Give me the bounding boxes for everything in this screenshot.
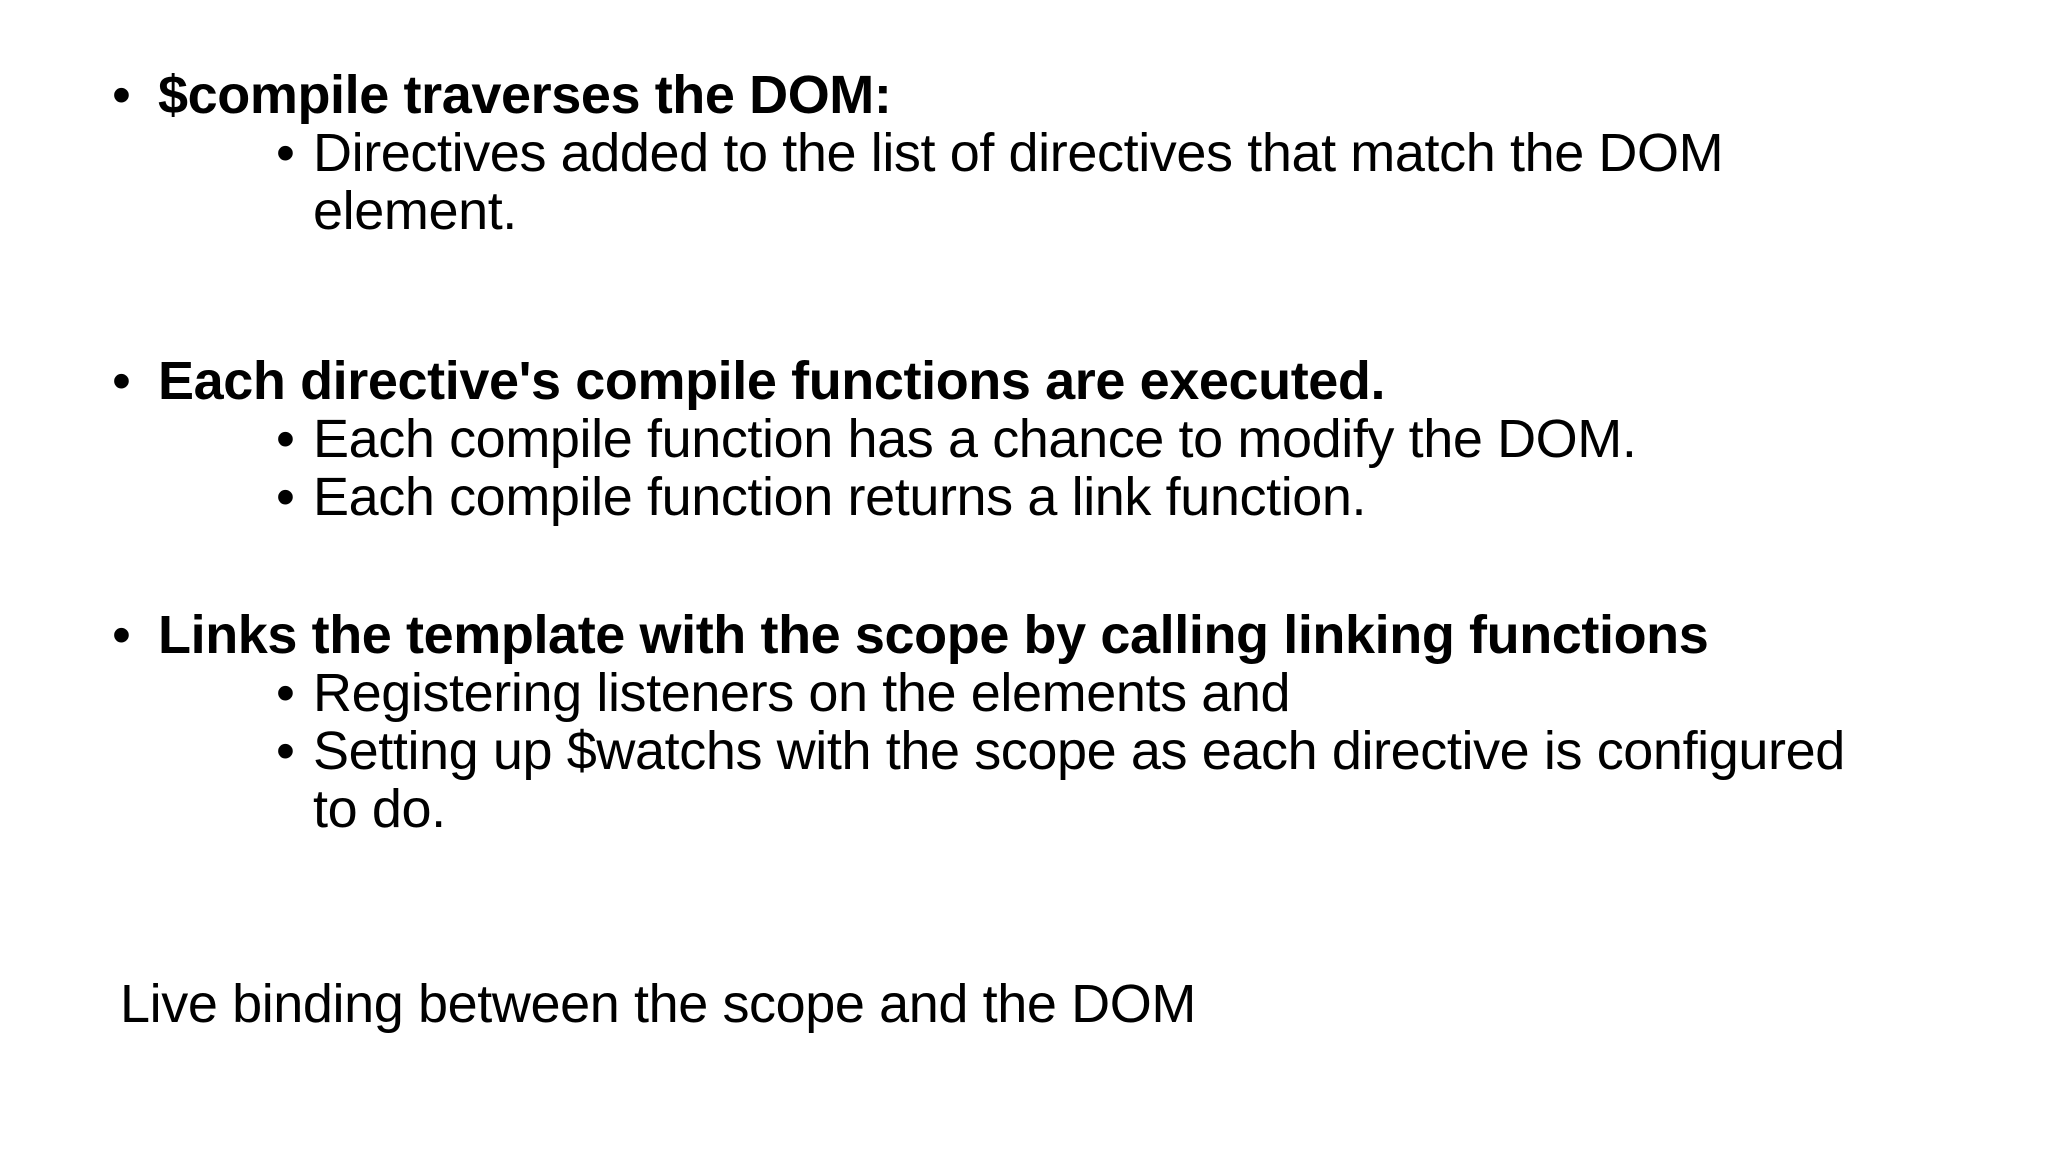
text-line: element. xyxy=(313,181,517,241)
text-line: Each compile function returns a link fun… xyxy=(313,467,1367,527)
body-text: Directives added to the list of directiv… xyxy=(313,123,1724,241)
bullet-icon xyxy=(276,124,313,182)
text-line: to do. xyxy=(313,779,446,839)
list-item: Directives added to the list of directiv… xyxy=(276,124,2008,240)
heading-text: Each directive's compile functions are e… xyxy=(158,351,1386,411)
bullet-icon xyxy=(112,66,158,124)
body-text: Each compile function returns a link fun… xyxy=(313,467,1367,527)
list-item: $compile traverses the DOM: xyxy=(112,66,2008,124)
list-item: Each directive's compile functions are e… xyxy=(112,352,2008,410)
body-text: Each compile function has a chance to mo… xyxy=(313,409,1637,469)
bullet-icon xyxy=(112,606,158,664)
list-item: Each compile function has a chance to mo… xyxy=(276,410,2008,468)
bullet-icon xyxy=(276,664,313,722)
text-line: Setting up $watchs with the scope as eac… xyxy=(313,721,1845,781)
text-line: Directives added to the list of directiv… xyxy=(313,123,1724,183)
bullet-icon xyxy=(276,468,313,526)
text-line: Each compile function has a chance to mo… xyxy=(313,409,1637,469)
heading-text: Links the template with the scope by cal… xyxy=(158,605,1709,665)
slide-content: $compile traverses the DOM: Directives a… xyxy=(112,66,2008,1033)
bullet-icon xyxy=(112,352,158,410)
bullet-group-compile-functions: Each directive's compile functions are e… xyxy=(112,352,2008,526)
body-text: Registering listeners on the elements an… xyxy=(313,663,1291,723)
bullet-group-compile-traverses: $compile traverses the DOM: Directives a… xyxy=(112,66,2008,240)
body-text: Setting up $watchs with the scope as eac… xyxy=(313,722,1845,838)
bullet-icon xyxy=(276,410,313,468)
bullet-icon xyxy=(276,722,313,780)
heading-text: $compile traverses the DOM: xyxy=(158,65,892,125)
bullet-group-links-template: Links the template with the scope by cal… xyxy=(112,606,2008,838)
footer-text: Live binding between the scope and the D… xyxy=(120,974,1196,1034)
list-item: Each compile function returns a link fun… xyxy=(276,468,2008,526)
sub-bullet-list: Directives added to the list of directiv… xyxy=(112,124,2008,240)
list-item: Links the template with the scope by cal… xyxy=(112,606,2008,664)
text-line: Registering listeners on the elements an… xyxy=(313,663,1291,723)
sub-bullet-list: Each compile function has a chance to mo… xyxy=(112,410,2008,526)
list-item: Setting up $watchs with the scope as eac… xyxy=(276,722,2008,838)
list-item: Registering listeners on the elements an… xyxy=(276,664,2008,722)
sub-bullet-list: Registering listeners on the elements an… xyxy=(112,664,2008,838)
